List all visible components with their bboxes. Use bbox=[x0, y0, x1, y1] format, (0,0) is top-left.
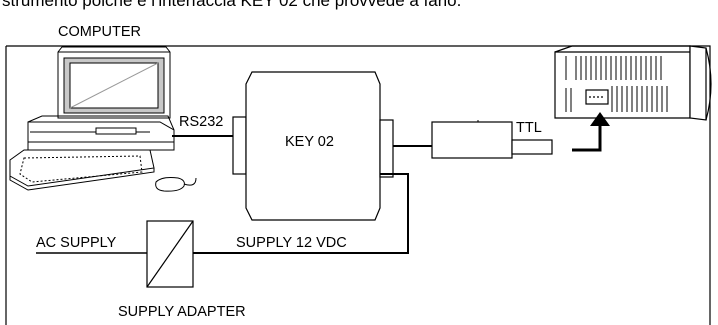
ttl-label: TTL bbox=[516, 120, 542, 136]
ac-supply-label: AC SUPPLY bbox=[36, 235, 117, 251]
diagram-frame bbox=[5, 45, 711, 325]
computer-label: COMPUTER bbox=[58, 24, 141, 40]
key02-label: KEY 02 bbox=[285, 134, 334, 150]
insert-arrow-icon bbox=[572, 112, 610, 152]
supply-12vdc-label: SUPPLY 12 VDC bbox=[236, 235, 347, 251]
instrument-icon bbox=[554, 45, 712, 121]
header-text-fragment: strumento poiché è l'interfaccia KEY 02 … bbox=[2, 0, 462, 10]
rs232-label: RS232 bbox=[179, 114, 223, 130]
supply-adapter-label: SUPPLY ADAPTER bbox=[118, 304, 246, 320]
key02-interface-box bbox=[232, 71, 394, 221]
ttl-connector bbox=[431, 121, 553, 159]
computer-icon bbox=[9, 46, 197, 192]
supply-adapter-box bbox=[146, 220, 194, 288]
dc-supply-cable bbox=[193, 173, 409, 254]
